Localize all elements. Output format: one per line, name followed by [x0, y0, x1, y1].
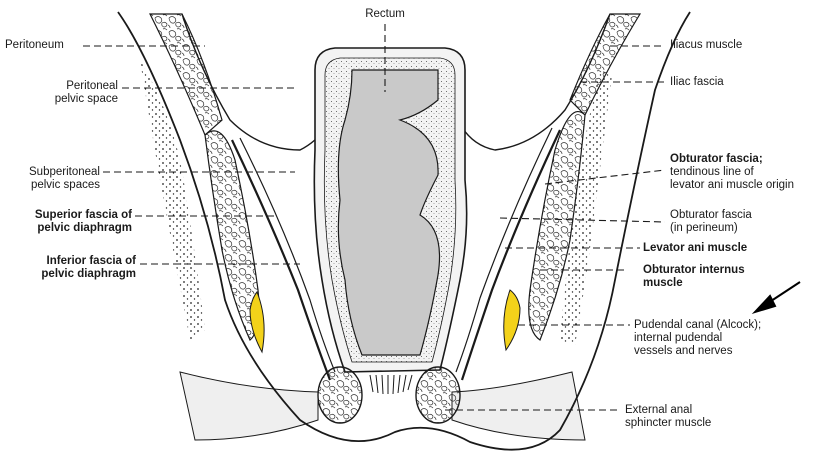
label-obturator-internus: Obturator internus muscle [643, 264, 745, 289]
right-peritoneum [457, 13, 611, 151]
right-iliacus-texture [569, 13, 642, 117]
left-iliacus-texture [149, 13, 223, 137]
label-inferior-fascia: Inferior fascia of pelvic diaphragm [41, 255, 136, 280]
right-levator-ani-2 [455, 127, 553, 373]
left-fat-dots [140, 60, 205, 340]
right-fat-dots [560, 70, 612, 345]
left-levator-ani [231, 139, 332, 381]
right-leader-lines [384, 24, 666, 411]
right-levator-ani [460, 129, 561, 381]
label-obturator-fascia-tendinous: Obturator fascia; tendinous line of leva… [670, 153, 795, 191]
pointer-arrow-icon [751, 281, 801, 315]
label-levator-ani: Levator ani muscle [643, 242, 748, 254]
label-superior-fascia: Superior fascia of pelvic diaphragm [34, 209, 132, 234]
left-leader-lines [83, 45, 300, 265]
label-obturator-fascia-perineum: Obturator fascia (in perineum) [670, 209, 752, 234]
rectum-lumen [337, 69, 441, 356]
label-pudendal-canal: Pudendal canal (Alcock); internal pudend… [634, 319, 762, 357]
left-pudendal-canal [249, 291, 265, 354]
perineal-tissue [179, 371, 319, 441]
label-peritoneal-pelvic-space: Peritoneal pelvic space [54, 80, 118, 105]
right-external-sphincter [415, 366, 461, 424]
perineal-tissue-right [451, 371, 586, 441]
label-iliacus-muscle: Iliacus muscle [670, 39, 743, 51]
right-pudendal-canal [503, 289, 521, 352]
pelvic-outline [117, 11, 691, 451]
label-peritoneum: Peritoneum [5, 39, 64, 51]
left-external-sphincter [317, 366, 363, 424]
left-levator-ani-2 [239, 137, 336, 373]
anal-canal-folds [369, 374, 413, 395]
label-external-anal-sphincter: External anal sphincter muscle [625, 404, 712, 429]
label-rectum: Rectum [365, 8, 405, 20]
label-subperitoneal-pelvic-spaces: Subperitoneal pelvic spaces [29, 166, 100, 191]
label-iliac-fascia: Iliac fascia [670, 76, 724, 88]
